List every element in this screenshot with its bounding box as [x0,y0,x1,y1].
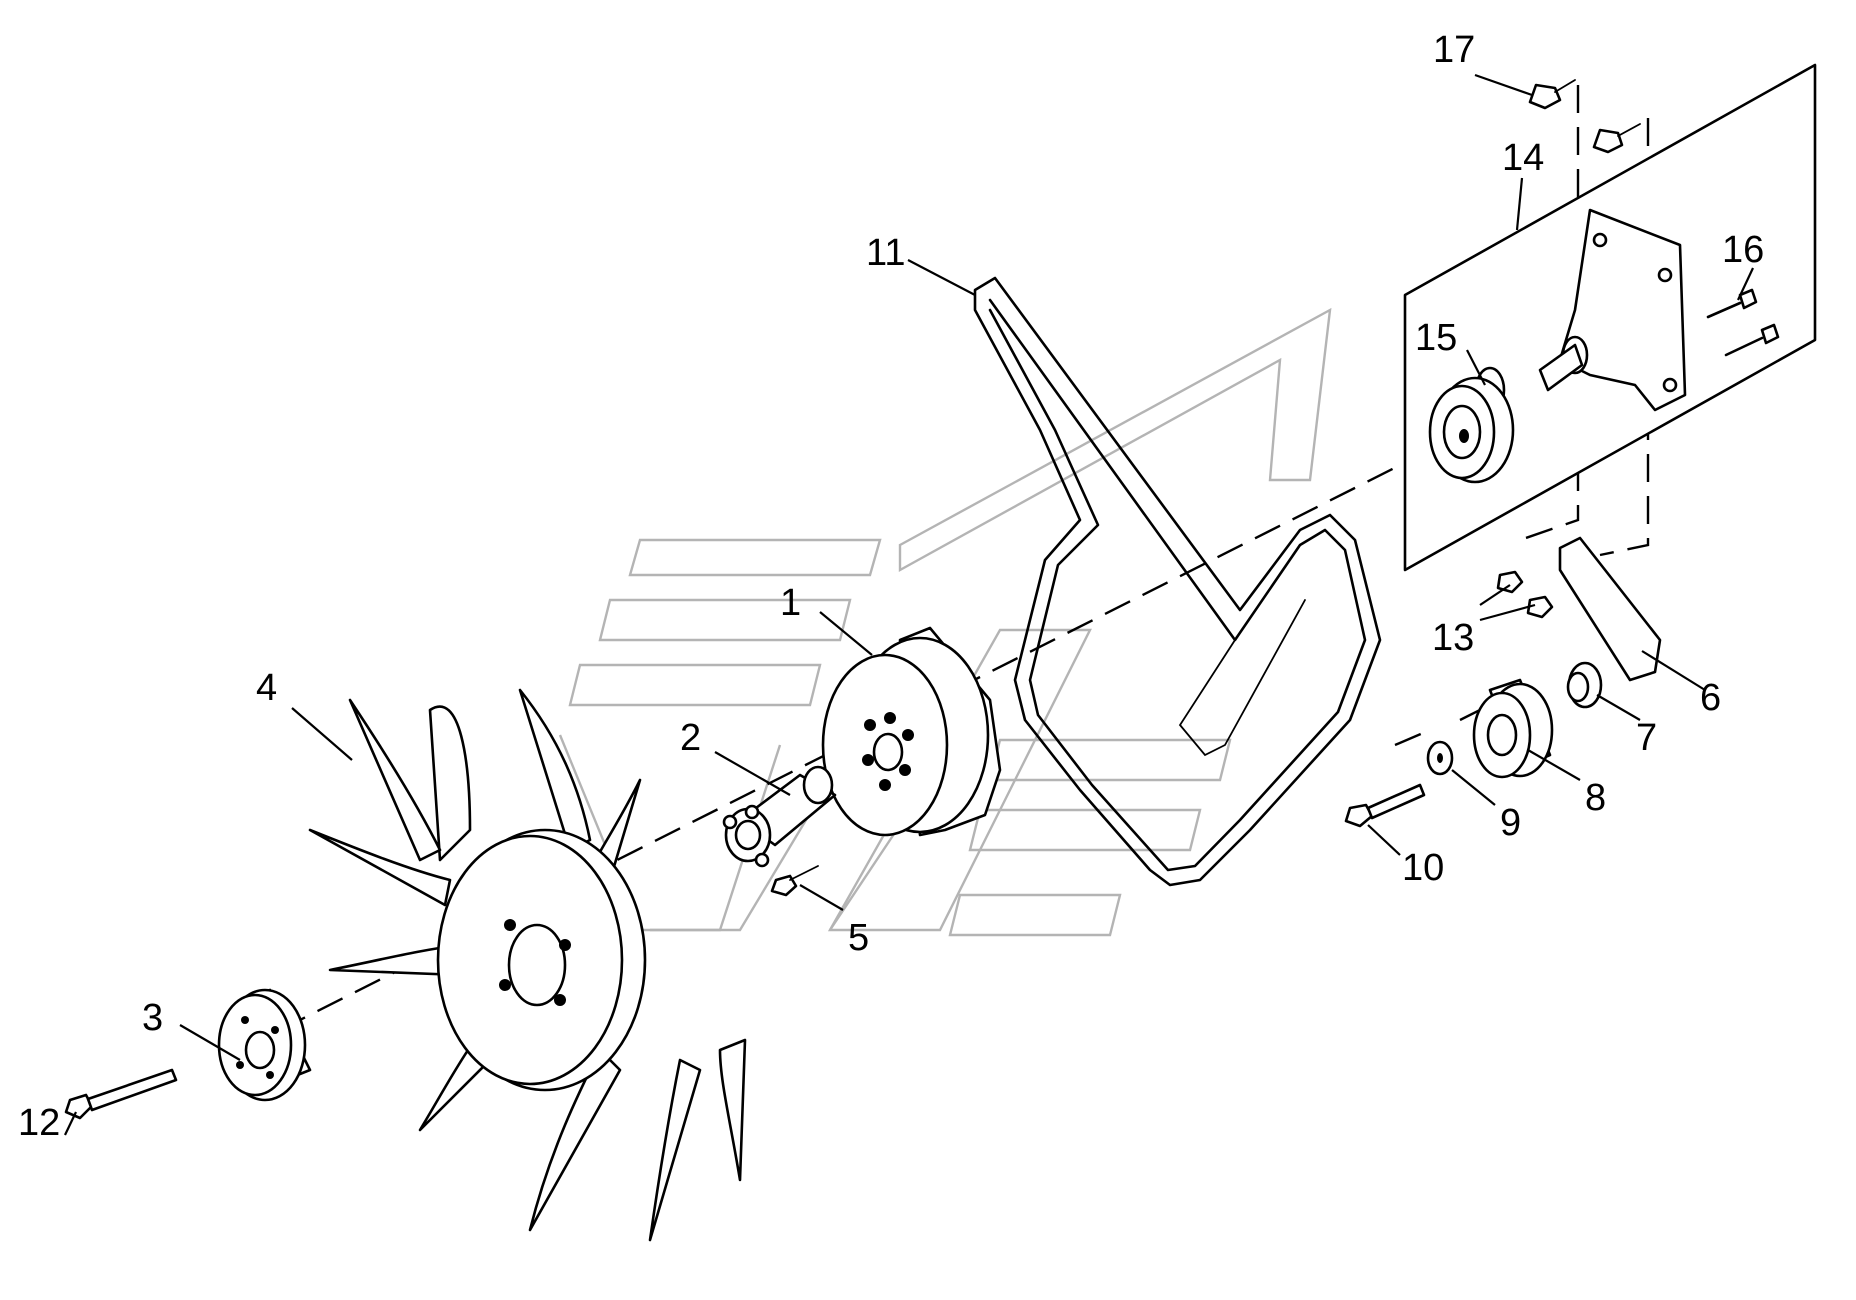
bolt-part-10 [1344,783,1426,828]
callout-14: 14 [1502,137,1544,179]
callout-4: 4 [256,667,277,709]
callout-6: 6 [1700,677,1721,719]
fan-part-4 [308,688,747,1242]
belt-part-11 [973,276,1382,887]
callout-9: 9 [1500,802,1521,844]
callout-17: 17 [1433,29,1475,71]
callout-8: 8 [1585,777,1606,819]
spacer-part-7 [1566,661,1603,709]
fan-pulley-part-1 [821,626,1002,837]
callout-7: 7 [1636,717,1657,759]
spacer-part-2 [722,765,837,868]
callout-15: 15 [1415,317,1457,359]
bolts-part-5 [770,865,819,897]
flange-part-3 [217,988,312,1102]
tensioner-bracket-part-6 [1558,536,1662,682]
bolts-part-17 [1528,79,1641,154]
callout-11: 11 [866,232,905,274]
callout-12: 12 [18,1102,60,1144]
watermark-logo [558,307,1332,937]
upper-idler-pulley [1428,376,1515,484]
nuts-part-13 [1496,570,1554,619]
callout-leader-lines [64,73,1754,1136]
callout-5: 5 [848,917,869,959]
washer-part-9 [1426,740,1454,776]
long-bolt-part-12 [64,1068,178,1120]
idler-pulley-part-8 [1472,678,1554,779]
callout-3: 3 [142,997,163,1039]
bolts-part-16 [1706,288,1780,357]
callout-1: 1 [780,582,801,624]
callout-16: 16 [1722,229,1764,271]
callout-labels: 1 2 3 4 5 6 7 8 9 10 11 12 13 14 15 16 1… [18,29,1764,1144]
callout-10: 10 [1402,847,1444,889]
callout-13: 13 [1432,617,1474,659]
callout-2: 2 [680,717,701,759]
